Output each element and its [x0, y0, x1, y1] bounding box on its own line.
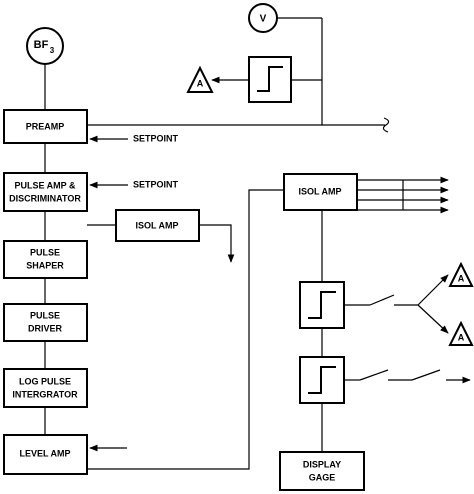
- detector-subscript: 3: [50, 46, 55, 55]
- alarm-right-2-icon: [448, 320, 474, 346]
- isol-amp-small-output-line: [199, 224, 235, 263]
- alarm-top-icon: [186, 65, 214, 93]
- isol-amp-right-label: ISOL AMP: [298, 186, 341, 196]
- level-amp-block: [3, 434, 88, 475]
- display-label-line1: DISPLAY: [303, 459, 341, 469]
- step-function-icon: [308, 291, 336, 319]
- pulse-amp-label-line2: DISCRIMINATOR: [9, 193, 81, 203]
- display-label-line2: GAGE: [309, 472, 336, 482]
- pulse-amp-label-line1: PULSE AMP &: [14, 180, 76, 190]
- isol-amp-small-label: ISOL AMP: [135, 220, 178, 230]
- step-function-icon: [257, 66, 283, 92]
- alarm-right-2-label: A: [458, 332, 465, 342]
- pulse-shaper-label-line2: SHAPER: [26, 260, 64, 270]
- pulse-driver-label-line2: DRIVER: [28, 323, 63, 333]
- setpoint-1-label: SETPOINT: [133, 133, 179, 143]
- preamp-block: [3, 109, 88, 144]
- log-pulse-label-line2: INTERGRATOR: [12, 389, 78, 399]
- level-amp-to-isol-line: [87, 189, 284, 470]
- setpoint-2-label: SETPOINT: [133, 179, 179, 189]
- alarm-top-label: A: [197, 78, 204, 88]
- trip2-switch-blade-2: [411, 369, 441, 381]
- pulse-shaper-label-line1: PULSE: [30, 247, 60, 257]
- display-gage-block: [279, 451, 365, 491]
- alarm-right-1-label: A: [458, 273, 465, 283]
- isol-amp-small-block: [115, 209, 200, 242]
- trip-unit-2: [299, 356, 345, 404]
- line-break-mark: [382, 117, 390, 133]
- trip1-branch-down: [417, 304, 449, 334]
- pulse-driver-block: [3, 303, 88, 342]
- log-pulse-integrator-block: [3, 368, 88, 408]
- pulse-shaper-block: [3, 240, 88, 279]
- isol-amp-right-block: [283, 173, 358, 211]
- voltmeter-label: V: [260, 14, 267, 25]
- step-function-icon: [308, 366, 336, 394]
- level-amp-label: LEVEL AMP: [19, 448, 70, 458]
- trip1-switch-blade: [369, 294, 395, 306]
- pulse-amp-discriminator-block: [3, 172, 88, 212]
- trip1-branch-up: [417, 274, 449, 306]
- pulse-driver-label-line1: PULSE: [30, 310, 60, 320]
- log-pulse-label-line1: LOG PULSE: [19, 376, 71, 386]
- bf3-detector-icon: [26, 27, 64, 65]
- preamp-label: PREAMP: [26, 121, 65, 131]
- trip2-switch-blade-1: [359, 369, 389, 381]
- alarm-right-1-icon: [448, 261, 474, 287]
- detector-label: BF: [34, 39, 49, 51]
